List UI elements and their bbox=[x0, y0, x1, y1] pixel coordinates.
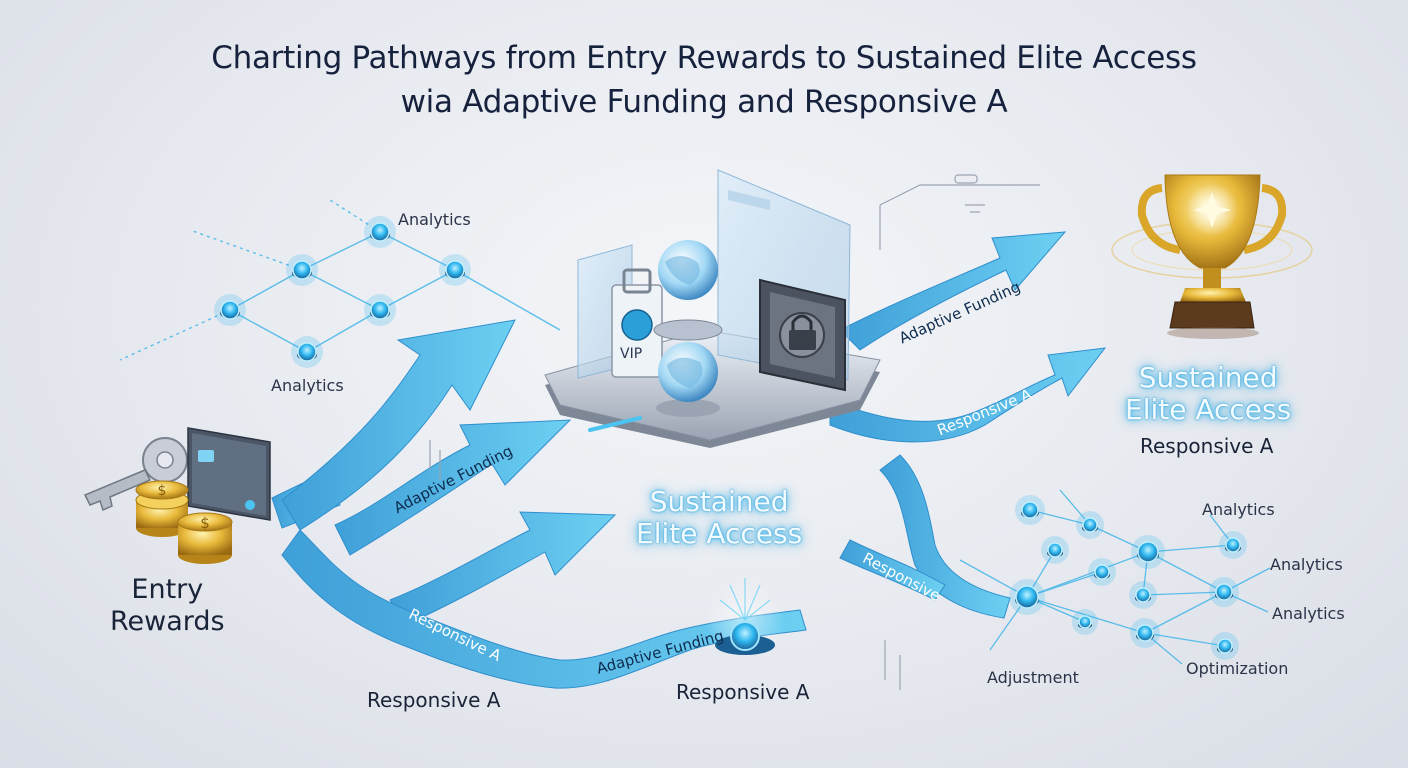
network-node bbox=[1041, 536, 1069, 564]
analytics-label-left: Analytics bbox=[271, 376, 344, 395]
vip-badge-icon bbox=[611, 268, 663, 378]
network-node bbox=[364, 216, 396, 248]
svg-text:$: $ bbox=[158, 483, 167, 499]
goal-responsive-label: Responsive A bbox=[1140, 434, 1274, 458]
analytics-label-r2: Analytics bbox=[1270, 555, 1343, 574]
analytics-label-top: Analytics bbox=[398, 210, 471, 229]
network-node bbox=[1131, 535, 1165, 569]
arrow-responsive-down bbox=[879, 454, 1011, 619]
network-nodes bbox=[214, 216, 1247, 660]
lock-icon bbox=[759, 278, 846, 392]
network-node bbox=[1219, 531, 1247, 559]
network-node bbox=[291, 336, 323, 368]
network-node bbox=[1130, 618, 1160, 648]
arrow-bottom-sweep bbox=[281, 529, 807, 689]
optimization-label: Optimization bbox=[1186, 659, 1289, 678]
coin-stack-icon: $ $ bbox=[135, 480, 233, 564]
globe-icon bbox=[653, 240, 723, 417]
trophy-icon bbox=[1111, 174, 1313, 339]
title-line-2: wia Adaptive Funding and Responsive A bbox=[400, 84, 1008, 120]
network-node bbox=[364, 294, 396, 326]
network-node bbox=[1209, 577, 1239, 607]
arrow-responsive-right bbox=[829, 347, 1107, 443]
analytics-label-r1: Analytics bbox=[1202, 500, 1275, 519]
network-node bbox=[1088, 558, 1116, 586]
arrow-link-center bbox=[839, 539, 946, 601]
vip-label: VIP bbox=[620, 346, 643, 362]
arrow-upper-left bbox=[281, 319, 516, 531]
responsive-bottom-center-label: Responsive A bbox=[676, 680, 810, 704]
network-top-left bbox=[119, 199, 561, 361]
adjustment-label: Adjustment bbox=[987, 668, 1079, 687]
svg-text:$: $ bbox=[200, 514, 210, 532]
network-node bbox=[439, 254, 471, 286]
arrow-mid-left bbox=[334, 419, 572, 556]
arrow-lower-left bbox=[389, 511, 617, 626]
arrow-adaptive-right bbox=[839, 231, 1067, 351]
analytics-label-r3: Analytics bbox=[1272, 604, 1345, 623]
decor-lines bbox=[429, 174, 1040, 690]
network-node bbox=[1072, 609, 1098, 635]
glow-hub bbox=[705, 578, 785, 660]
network-node bbox=[1076, 511, 1104, 539]
responsive-bottom-left-label: Responsive A bbox=[367, 688, 501, 712]
network-node bbox=[1015, 495, 1045, 525]
title-line-1: Charting Pathways from Entry Rewards to … bbox=[211, 40, 1197, 76]
arrows bbox=[271, 231, 1107, 689]
network-node bbox=[1211, 632, 1239, 660]
network-node bbox=[1129, 581, 1157, 609]
network-node bbox=[1009, 579, 1045, 615]
card-icon bbox=[187, 427, 271, 521]
network-node bbox=[214, 294, 246, 326]
network-node bbox=[286, 254, 318, 286]
